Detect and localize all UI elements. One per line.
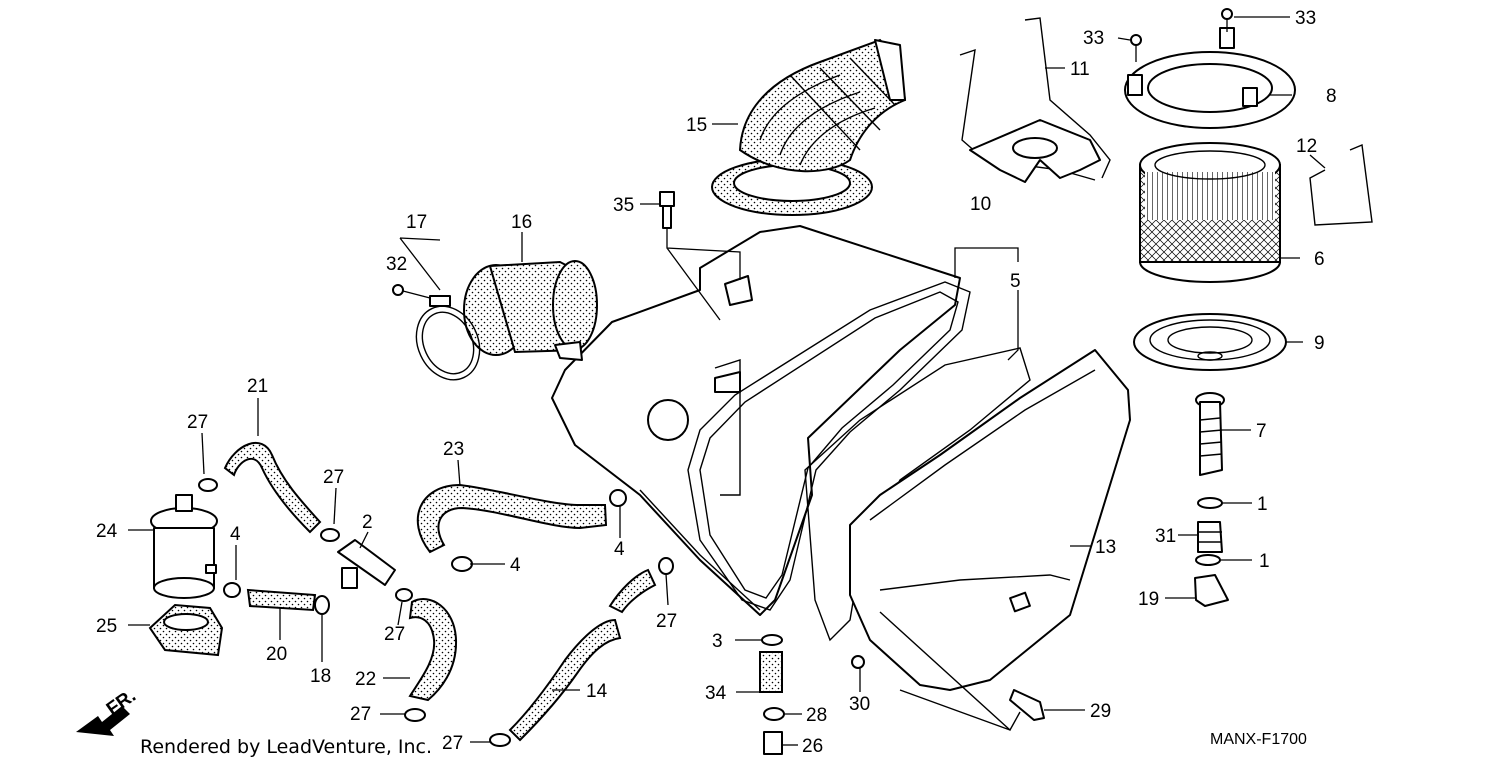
callout-24: 24: [96, 521, 118, 542]
callout-30: 30: [849, 694, 870, 715]
gasket-part-5[interactable]: [804, 347, 1031, 642]
callout-33a: 33: [1083, 28, 1104, 49]
hose-part-23[interactable]: [416, 483, 608, 554]
drain-tube-part-7[interactable]: [1195, 392, 1225, 476]
callout-5: 5: [1010, 271, 1021, 292]
callout-4a: 4: [230, 524, 241, 545]
clip-part-1b[interactable]: [1195, 554, 1221, 566]
callout-14: 14: [586, 681, 608, 702]
callout-1b: 1: [1259, 551, 1270, 572]
callout-33b: 33: [1295, 8, 1316, 29]
clamp-part-17[interactable]: [405, 295, 491, 390]
callout-23: 23: [443, 439, 464, 460]
clip-part-3[interactable]: [761, 634, 783, 646]
callout-7: 7: [1256, 421, 1267, 442]
clamp-part-27a[interactable]: [198, 478, 218, 492]
intake-boot-part-16[interactable]: [463, 260, 598, 361]
grommet-part-30[interactable]: [851, 655, 865, 669]
clamp-part-27c[interactable]: [395, 588, 413, 602]
callout-25: 25: [96, 616, 117, 637]
gasket-part-10[interactable]: [687, 281, 971, 611]
clamp-part-4a[interactable]: [223, 582, 241, 598]
plug-part-31[interactable]: [1197, 521, 1223, 553]
callout-28: 28: [806, 705, 827, 726]
callout-13: 13: [1095, 537, 1116, 558]
callout-27e: 27: [442, 733, 463, 754]
plug-part-34[interactable]: [759, 651, 783, 693]
clip-part-28[interactable]: [763, 707, 785, 721]
clip-part-12[interactable]: [1309, 144, 1373, 226]
hose-part-22[interactable]: [408, 598, 458, 702]
bolt-part-35[interactable]: [659, 191, 741, 321]
callout-34: 34: [705, 683, 727, 704]
callout-8: 8: [1326, 86, 1337, 107]
callout-4c: 4: [614, 539, 625, 560]
callout-17: 17: [406, 212, 427, 233]
hose-part-21[interactable]: [223, 442, 322, 534]
clamp-part-27f[interactable]: [658, 557, 674, 575]
callout-29: 29: [1090, 701, 1111, 722]
diagram-code: MANX-F1700: [1210, 731, 1307, 748]
holder-part-25[interactable]: [148, 603, 224, 657]
air-cleaner-case-part-10[interactable]: [551, 225, 961, 616]
air-filter-part-6[interactable]: [1139, 142, 1281, 283]
callout-32: 32: [386, 254, 407, 275]
front-marker-label: FR.: [103, 685, 140, 720]
callout-22: 22: [355, 669, 376, 690]
callout-27a: 27: [187, 412, 208, 433]
callout-26: 26: [802, 736, 823, 757]
bracket-part-11[interactable]: [959, 17, 1111, 183]
clamp-part-4b[interactable]: [451, 556, 473, 572]
callout-27f: 27: [656, 611, 677, 632]
callout-1a: 1: [1257, 494, 1268, 515]
callout-11: 11: [1070, 59, 1090, 80]
callout-31: 31: [1155, 526, 1176, 547]
t-joint-part-2[interactable]: [337, 539, 396, 589]
callout-16: 16: [511, 212, 532, 233]
callout-27d: 27: [350, 704, 371, 725]
callout-3: 3: [712, 631, 723, 652]
clamp-part-4c[interactable]: [609, 489, 627, 507]
leader-lines: [128, 16, 1326, 746]
callout-20: 20: [266, 644, 287, 665]
clamp-part-27e[interactable]: [489, 733, 511, 747]
rendered-by-text: Rendered by LeadVenture, Inc.: [140, 736, 432, 758]
callout-4b: 4: [510, 555, 521, 576]
callout-10: 10: [970, 194, 991, 215]
callout-35: 35: [613, 195, 634, 216]
screw-part-32[interactable]: [392, 284, 431, 299]
hose-part-14[interactable]: [508, 568, 657, 742]
clamp-part-18[interactable]: [314, 595, 330, 615]
clamp-part-27b[interactable]: [320, 528, 340, 542]
clamp-part-27d[interactable]: [404, 708, 426, 722]
callout-15: 15: [686, 115, 707, 136]
callout-27c: 27: [384, 624, 405, 645]
fuel-filter-part-24[interactable]: [150, 494, 218, 599]
callout-27b: 27: [323, 467, 344, 488]
callout-9: 9: [1314, 333, 1325, 354]
screw-part-33a[interactable]: [1130, 34, 1142, 62]
intake-duct-part-15[interactable]: [711, 38, 907, 216]
callout-6: 6: [1314, 249, 1325, 270]
callout-2: 2: [362, 512, 373, 533]
bolt-part-29[interactable]: [1009, 689, 1045, 721]
clip-part-1a[interactable]: [1197, 497, 1223, 509]
cover-ring-part-8[interactable]: [1124, 27, 1296, 129]
hose-part-20[interactable]: [246, 588, 317, 612]
cap-part-26[interactable]: [763, 731, 783, 755]
callout-21: 21: [247, 376, 268, 397]
callout-18: 18: [310, 666, 331, 687]
screw-part-33b[interactable]: [1221, 8, 1233, 32]
callout-19: 19: [1138, 589, 1159, 610]
cap-part-19[interactable]: [1194, 574, 1229, 607]
callout-12: 12: [1296, 136, 1317, 157]
side-cover-part-13[interactable]: [849, 349, 1131, 732]
front-arrow-icon: [76, 706, 130, 736]
filter-seal-part-9[interactable]: [1133, 313, 1287, 371]
